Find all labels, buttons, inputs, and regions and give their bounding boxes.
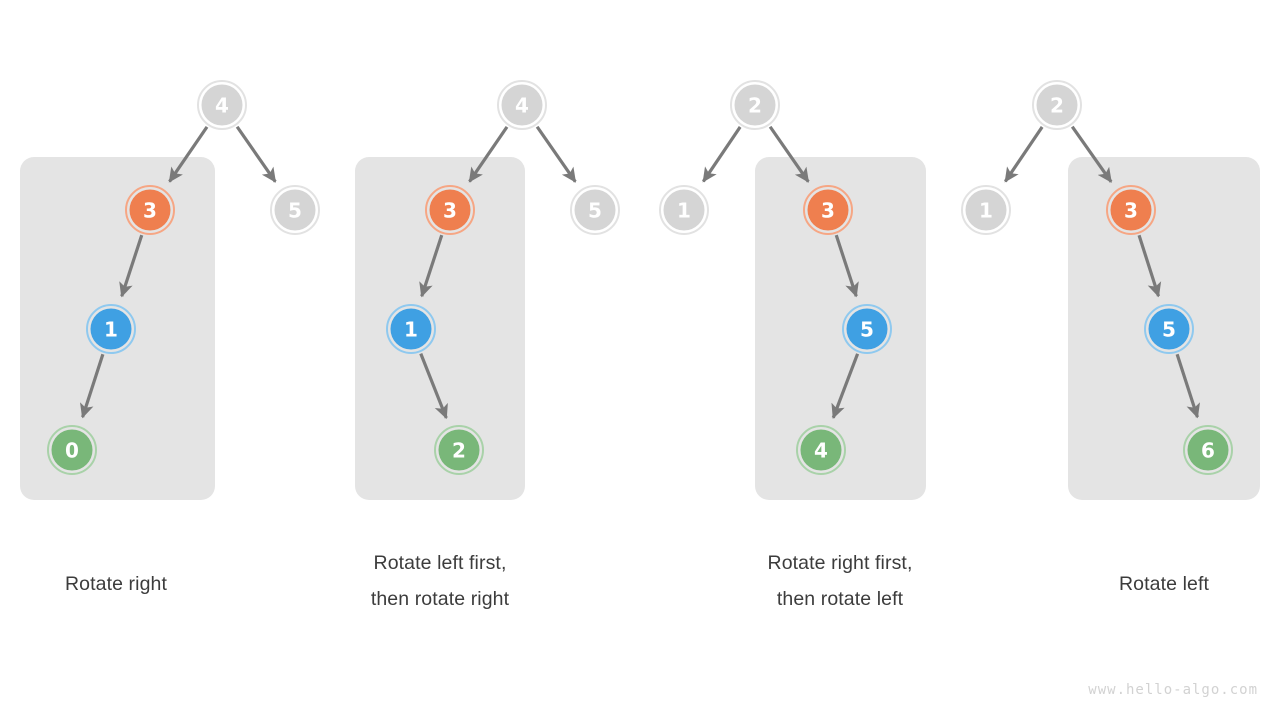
tree-node: 1	[86, 304, 136, 354]
node-circle	[274, 189, 316, 231]
tree-edge-arrow	[80, 353, 105, 419]
tree-edge-arrow	[831, 353, 860, 419]
node-circle	[574, 189, 616, 231]
tree-edge-arrow	[168, 125, 209, 183]
tree-node: 2	[1032, 80, 1082, 130]
node-ring	[497, 80, 547, 130]
panel-caption-rotate-right: Rotate right	[0, 566, 316, 602]
tree-edge-arrow	[701, 126, 742, 183]
node-circle	[501, 84, 543, 126]
node-ring	[659, 185, 709, 235]
tree-edge-arrow	[235, 125, 277, 183]
caption-line: then rotate right	[370, 588, 510, 610]
watermark: www.hello-algo.com	[1088, 682, 1258, 698]
tree-edge-arrow	[419, 234, 444, 298]
node-ring	[1183, 425, 1233, 475]
node-circle	[438, 429, 480, 471]
tree-edges	[80, 125, 1200, 420]
node-ring	[842, 304, 892, 354]
node-ring	[796, 425, 846, 475]
tree-edge-arrow	[1137, 234, 1162, 298]
node-ring	[86, 304, 136, 354]
tree-node: 5	[570, 185, 620, 235]
node-ring	[425, 185, 475, 235]
tree-edge-arrow	[119, 234, 144, 298]
node-circle	[663, 189, 705, 231]
tree-edge-arrow	[1070, 125, 1113, 183]
panel-caption-rotate-left-then-right: Rotate left first, then rotate right	[240, 545, 640, 617]
node-ring	[961, 185, 1011, 235]
tree-node: 4	[796, 425, 846, 475]
node-ring	[386, 304, 436, 354]
node-ring	[570, 185, 620, 235]
node-ring	[434, 425, 484, 475]
tree-edge-arrow	[768, 125, 810, 183]
tree-node: 4	[197, 80, 247, 130]
node-circle	[129, 189, 171, 231]
tree-edge-arrow	[834, 234, 859, 298]
tree-edge-arrow	[1175, 353, 1200, 419]
caption-line: then rotate left	[776, 588, 904, 610]
node-circle	[90, 308, 132, 350]
tree-node: 0	[47, 425, 97, 475]
caption-line: Rotate left	[1119, 573, 1209, 595]
node-ring	[270, 185, 320, 235]
node-circle	[51, 429, 93, 471]
node-circle	[1036, 84, 1078, 126]
node-circle	[1148, 308, 1190, 350]
tree-node: 5	[270, 185, 320, 235]
node-circle	[1187, 429, 1229, 471]
highlight-boxes	[20, 157, 1260, 500]
tree-node: 1	[386, 304, 436, 354]
tree-node: 3	[425, 185, 475, 235]
highlight-box	[355, 157, 525, 500]
node-circle	[846, 308, 888, 350]
node-circle	[800, 429, 842, 471]
tree-node: 5	[842, 304, 892, 354]
node-circle	[734, 84, 776, 126]
tree-node: 2	[434, 425, 484, 475]
panel-caption-rotate-right-then-left: Rotate right first, then rotate left	[640, 545, 1040, 617]
node-ring	[730, 80, 780, 130]
caption-line: Rotate left first,	[373, 552, 507, 574]
tree-edge-arrow	[419, 353, 448, 420]
node-circle	[390, 308, 432, 350]
node-ring	[1032, 80, 1082, 130]
tree-node: 1	[659, 185, 709, 235]
tree-edge-arrow	[468, 125, 509, 183]
tree-node: 6	[1183, 425, 1233, 475]
tree-node: 3	[803, 185, 853, 235]
caption-line: Rotate right	[64, 573, 167, 595]
caption-line: Rotate right first,	[767, 552, 913, 574]
tree-node: 3	[1106, 185, 1156, 235]
node-ring	[1144, 304, 1194, 354]
node-ring	[803, 185, 853, 235]
node-circle	[965, 189, 1007, 231]
node-ring	[125, 185, 175, 235]
tree-node: 1	[961, 185, 1011, 235]
tree-nodes: 4 5 3 1 0 4 5 3 1 2 2 1 3 5 4 2 1 3 5 6	[47, 80, 1233, 475]
tree-node: 5	[1144, 304, 1194, 354]
node-ring	[1106, 185, 1156, 235]
panel-caption-rotate-left: Rotate left	[964, 566, 1280, 602]
tree-node: 4	[497, 80, 547, 130]
highlight-box	[755, 157, 926, 500]
tree-edge-arrow	[535, 125, 577, 183]
tree-node: 2	[730, 80, 780, 130]
node-ring	[197, 80, 247, 130]
tree-edge-arrow	[1003, 126, 1044, 183]
node-circle	[1110, 189, 1152, 231]
node-circle	[807, 189, 849, 231]
node-ring	[47, 425, 97, 475]
tree-node: 3	[125, 185, 175, 235]
node-circle	[429, 189, 471, 231]
node-circle	[201, 84, 243, 126]
